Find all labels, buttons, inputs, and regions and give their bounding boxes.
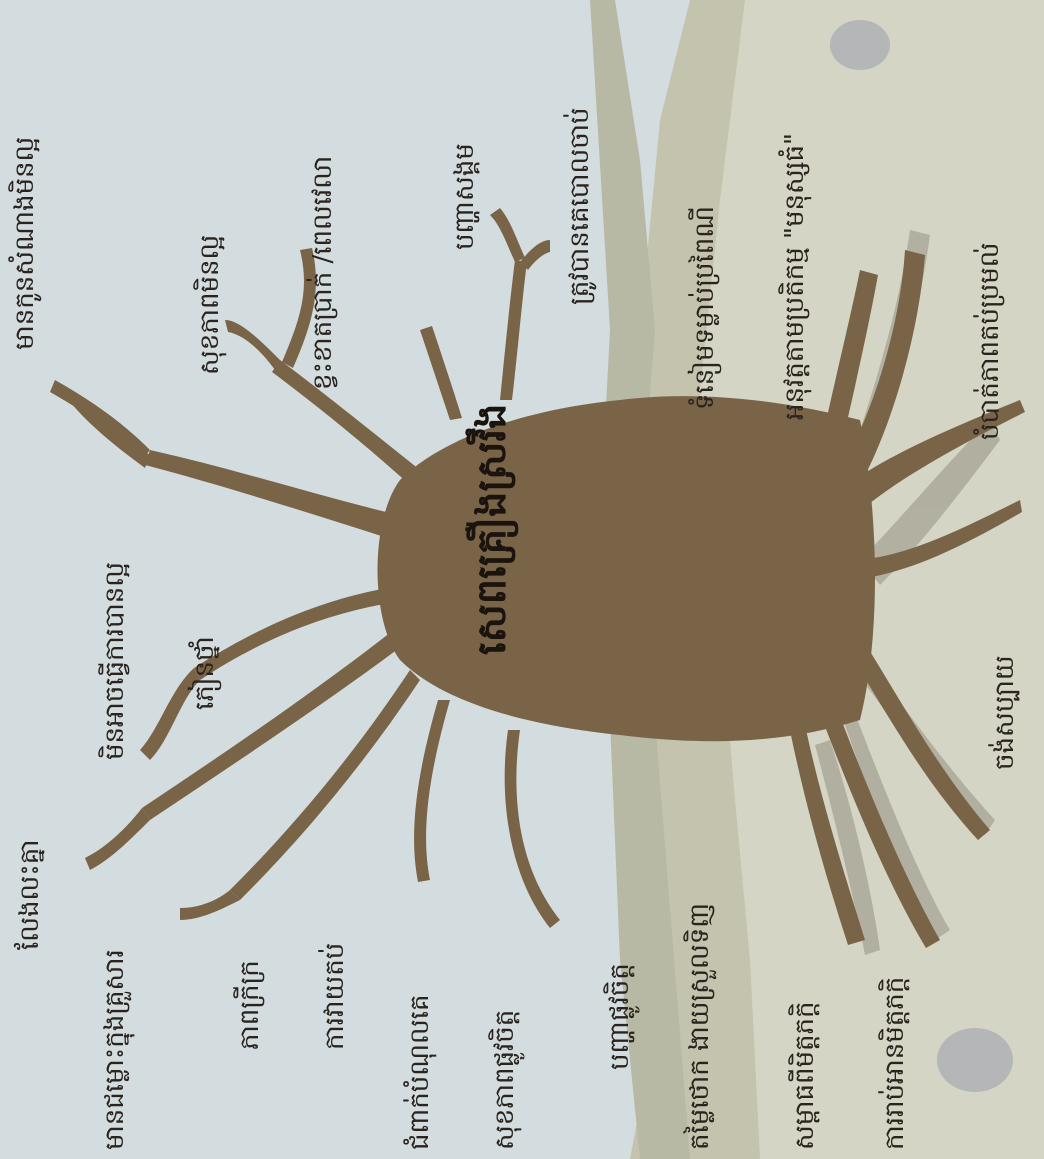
branch-label: បញ្ហាសង្គម: [450, 143, 480, 250]
root-label: បំបាត់ភាពតប់ប្រមល់: [975, 242, 1005, 440]
branch-label: មានជម្លោះក្នុងគ្រួសារ: [100, 949, 130, 1150]
branch-label: មានកូនសំណាងមិនល្អ: [10, 137, 40, 350]
branch-label: ការវាយតប់: [320, 943, 350, 1050]
branch-label: បញ្ហាផ្លូវចិត្ត: [605, 963, 635, 1070]
root-label: អនុវត្តតាមប្រតិកម្ម "មនុស្សធំ": [780, 133, 810, 420]
root-label: សម្ពាធពីមិត្តភក្តិ: [790, 1001, 820, 1150]
rock: [830, 20, 890, 70]
branch-label: លែងលះគ្នា: [15, 840, 45, 950]
branch-label: ភាពក្រីក្រ: [235, 960, 265, 1050]
root-label: ទំនៀមទម្លាប់ប្រពៃណី: [690, 206, 720, 410]
branch-label: មិនអាចធ្វើការបានល្អ: [100, 562, 130, 760]
root-label: ការរាប់អានមិត្តភក្តិ: [880, 977, 910, 1150]
branch-label: ត្រូវបានគេបោលចាប់: [565, 107, 595, 305]
root-label: ចង់សប្បាយ: [990, 655, 1020, 770]
branch-label: ជំពាក់បំណុលគេ: [405, 994, 435, 1150]
branch-label: សុខភាពមិនល្អ: [195, 235, 225, 375]
root-label: តម្លៃថោក ងាយស្រួលទិញ: [685, 903, 715, 1150]
rock: [937, 1028, 1013, 1092]
branch-label: ខ្វះខាតប្រាក់ /ពេលវេលា: [308, 156, 338, 390]
branch-label: សុខភាពផ្លូវចិត្ត: [490, 1010, 520, 1150]
center-title: សេពគ្រឿងស្រវឹង: [470, 403, 514, 655]
branch-label: ភៀនថ្នាំ: [190, 636, 220, 710]
